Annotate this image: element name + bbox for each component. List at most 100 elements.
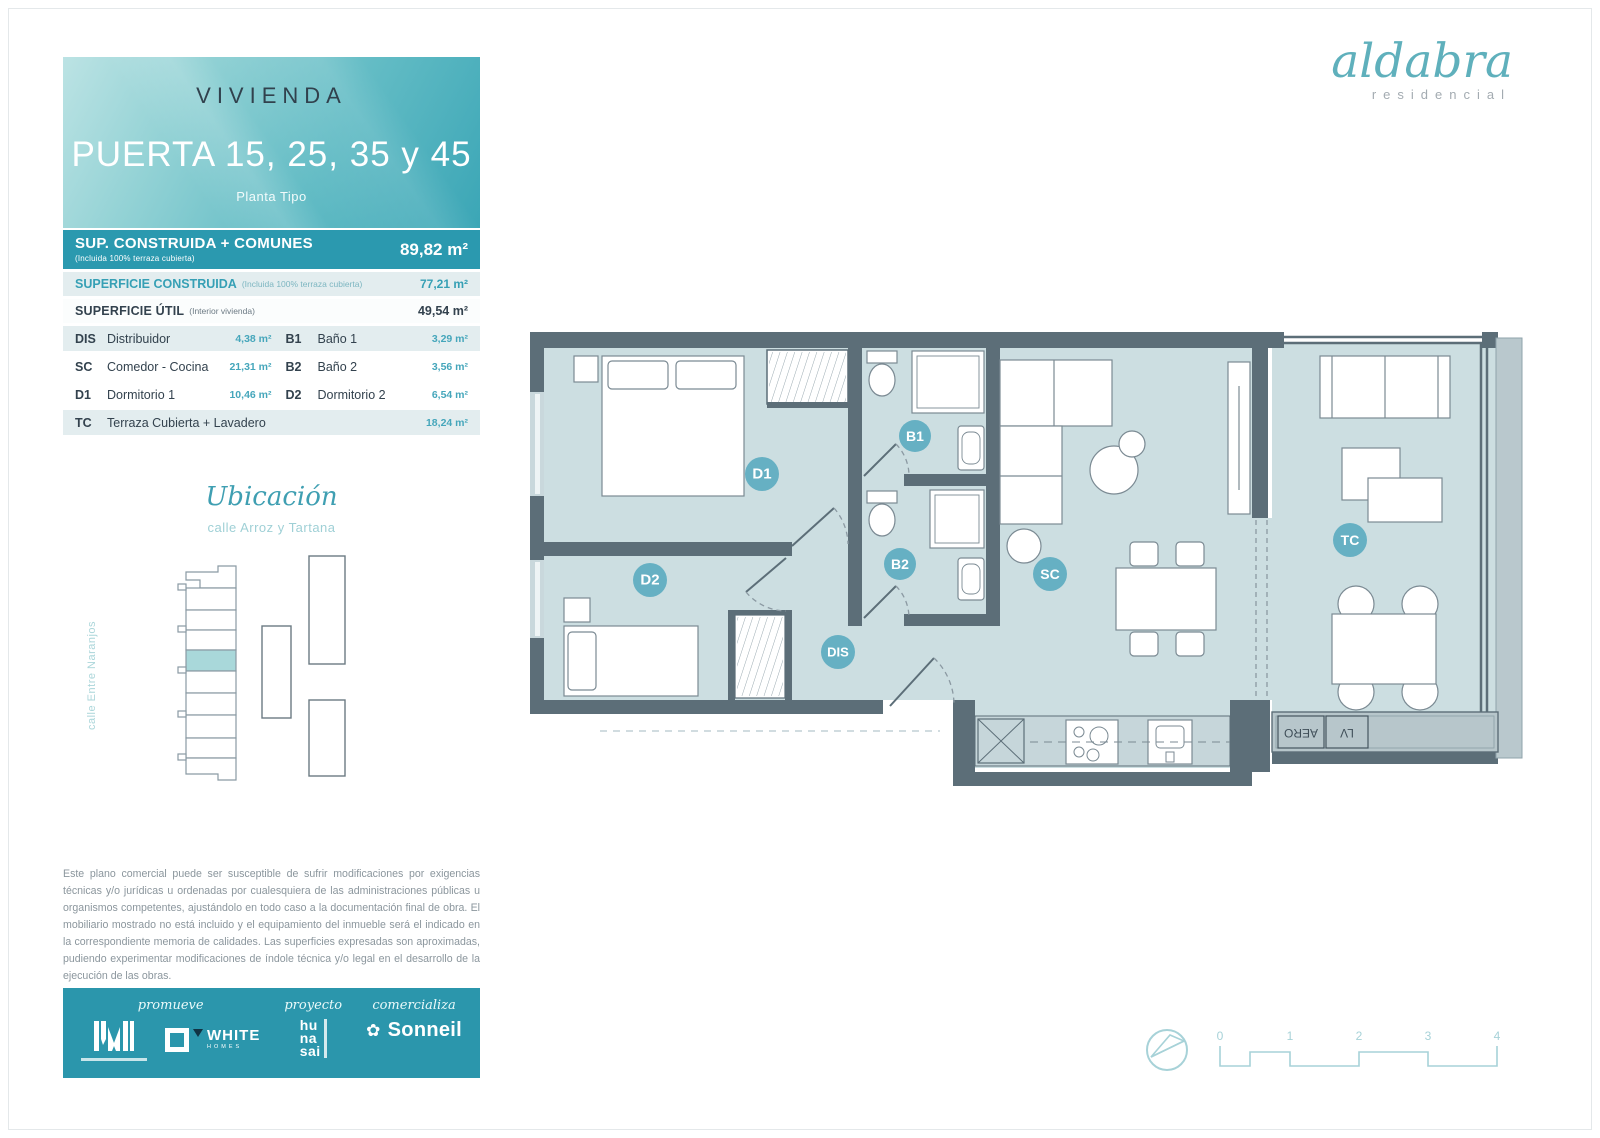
hunasai-vertical-bar: [323, 1019, 327, 1058]
room-area: 4,38 m²: [235, 332, 272, 345]
white-logo-text: WHITE: [207, 1027, 261, 1044]
wardrobe-d1: [766, 349, 849, 408]
promoter-mark-icon: [94, 1021, 134, 1051]
summary-row-construida: SUPERFICIE CONSTRUIDA (Incluida 100% ter…: [63, 272, 480, 296]
white-square-icon: [165, 1028, 189, 1052]
scale-bar: 0 1 2 3 4: [1217, 1029, 1501, 1067]
door-leaves: [745, 443, 935, 707]
room-name: Dormitorio 2: [317, 387, 386, 402]
room-label-tc: TC: [1341, 532, 1360, 548]
siteplan-block-topright: [308, 555, 346, 665]
white-homes-logo: WHITE HOMES: [165, 1028, 260, 1052]
room-area: 10,46 m²: [229, 388, 272, 401]
brand-logo-script: aldabra: [1331, 34, 1513, 89]
promoter-caption: [81, 1058, 147, 1061]
summary-note: (Interior vivienda): [189, 306, 255, 316]
wardrobe-d2: [728, 610, 792, 700]
bathroom1-fixtures: [866, 350, 985, 471]
room-label-b1: B1: [906, 428, 924, 444]
neighbour-structure: [1495, 337, 1523, 759]
header-gradient-streak: [63, 57, 480, 228]
room-labels: D1 D2 B1 B2 DIS SC TC: [633, 420, 1367, 669]
room-label-dis: DIS: [827, 645, 849, 660]
page-frame: [8, 8, 1592, 1130]
siteplan-block-bottomright: [308, 699, 346, 777]
room-name: Terraza Cubierta + Lavadero: [107, 415, 266, 430]
room-name: Dormitorio 1: [107, 387, 176, 402]
lv-label: LV: [1340, 726, 1354, 740]
scale-tick: 2: [1356, 1029, 1363, 1043]
ubicacion-street: calle Arroz y Tartana: [207, 520, 336, 535]
scale-bar-line: [1219, 1046, 1498, 1067]
room-label-b2: B2: [891, 556, 909, 572]
room-label-d1: D1: [752, 466, 771, 483]
summary-note: (Incluida 100% terraza cubierta): [241, 279, 363, 289]
scale-tick: 0: [1217, 1029, 1224, 1043]
kitchen: [974, 715, 1231, 767]
sonneil-flower-icon: ✿: [366, 1020, 381, 1040]
siteplan-block-middle: [261, 625, 292, 719]
white-logo-subtext: HOMES: [207, 1044, 243, 1050]
bedroom1-furniture: [573, 355, 745, 497]
highlighted-unit: [185, 649, 237, 672]
table-row: TC Terraza Cubierta + Lavadero 18,24 m²: [63, 410, 480, 435]
planta-subtitle: Planta Tipo: [236, 189, 307, 204]
promueve-label: promueve: [137, 998, 204, 1013]
summary-label: SUPERFICIE ÚTIL: [75, 304, 185, 318]
sonneil-logo: ✿ Sonneil: [366, 1019, 462, 1042]
brand-logo-sub: residencial: [1371, 87, 1511, 102]
hunasai-line: na: [299, 1029, 318, 1046]
door-swing-arcs: [745, 443, 1268, 705]
proyecto-label: proyecto: [284, 998, 343, 1013]
legal-disclaimer: Este plano comercial puede ser susceptib…: [63, 868, 480, 982]
room-area: 18,24 m²: [425, 416, 468, 429]
room-area: 6,54 m²: [431, 388, 468, 401]
footer-bar: promueve WHITE: [63, 988, 480, 1078]
living-furniture: [999, 359, 1251, 657]
summary-value: 77,21 m²: [419, 277, 468, 291]
room-label-d2: D2: [640, 572, 659, 589]
room-code: TC: [75, 415, 92, 430]
terrace-furniture: [1319, 355, 1451, 711]
room-code: DIS: [75, 331, 96, 346]
room-name: Comedor - Cocina: [107, 359, 209, 374]
summary-label: SUPERFICIE CONSTRUIDA: [75, 277, 237, 291]
ubicacion-title: Ubicación: [205, 482, 338, 512]
footer-col-promueve: promueve WHITE: [81, 998, 260, 1070]
header-card: VIVIENDA PUERTA 15, 25, 35 y 45 Planta T…: [63, 57, 480, 228]
scale-tick: 4: [1494, 1029, 1501, 1043]
north-arrow-icon: [1146, 1029, 1188, 1071]
vivienda-title: VIVIENDA: [196, 83, 347, 108]
summary-row-util: SUPERFICIE ÚTIL (Interior vivienda) 49,5…: [63, 299, 480, 323]
summary-note: (Incluida 100% terraza cubierta): [75, 253, 195, 263]
room-area: 21,31 m²: [229, 360, 272, 373]
room-code: D2: [285, 387, 302, 402]
room-area: 3,56 m²: [431, 360, 468, 373]
hunasai-line: hu: [299, 1017, 318, 1033]
footer-col-proyecto: proyecto hu na sai: [284, 998, 342, 1070]
laundry-counter: AERO LV: [1271, 711, 1499, 753]
room-code: SC: [75, 359, 93, 374]
summary-value: 89,82 m²: [399, 239, 468, 259]
room-name: Distribuidor: [107, 331, 171, 346]
bathroom2-fixtures: [866, 489, 985, 601]
summary-row-construida-comunes: SUP. CONSTRUIDA + COMUNES (Incluida 100%…: [63, 230, 480, 269]
room-area: 3,29 m²: [431, 332, 468, 345]
table-row: DIS Distribuidor 4,38 m² B1 Baño 1 3,29 …: [63, 326, 480, 351]
terrace-glass-walls: [1282, 335, 1489, 752]
bedroom2-furniture: [563, 597, 699, 697]
room-code: B2: [285, 359, 302, 374]
room-code: D1: [75, 387, 91, 402]
room-name: Baño 2: [317, 359, 358, 374]
comercializa-label: comercializa: [372, 998, 456, 1013]
room-label-sc: SC: [1040, 566, 1059, 582]
table-row: SC Comedor - Cocina 21,31 m² B2 Baño 2 3…: [63, 354, 480, 379]
room-name: Baño 1: [317, 331, 358, 346]
summary-label: SUP. CONSTRUIDA + COMUNES: [75, 235, 313, 253]
white-triangle-icon: [193, 1029, 203, 1037]
promoter-logo: [81, 1019, 147, 1061]
hunasai-logo: hu na sai: [299, 1017, 327, 1058]
table-row: D1 Dormitorio 1 10,46 m² D2 Dormitorio 2…: [63, 382, 480, 407]
window: [530, 392, 544, 638]
sonneil-text: Sonneil: [387, 1019, 462, 1041]
